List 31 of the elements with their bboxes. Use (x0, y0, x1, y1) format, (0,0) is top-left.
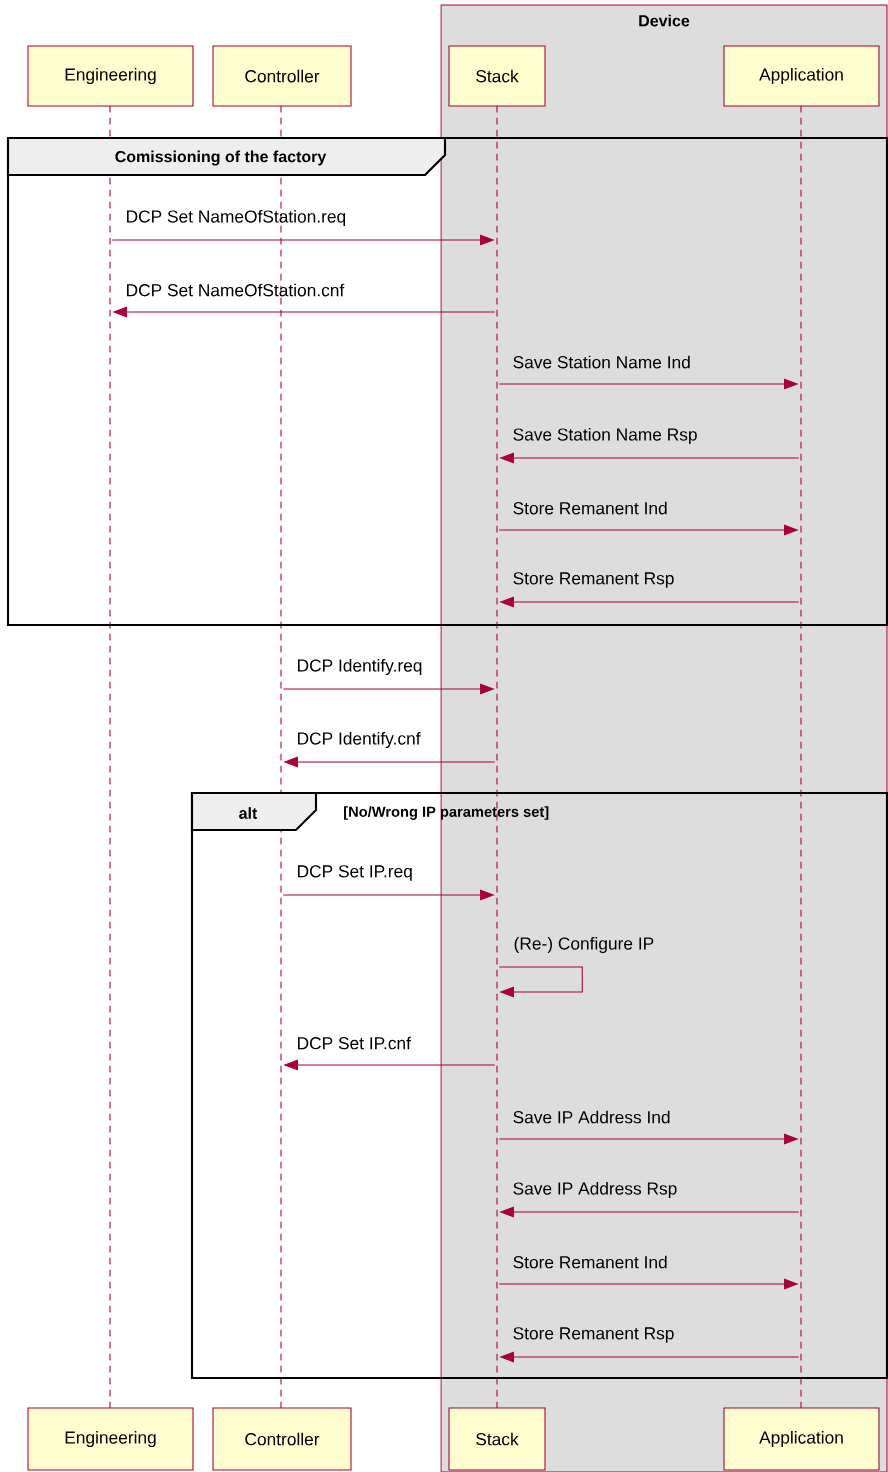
message-label: Store Remanent Ind (513, 501, 667, 515)
lifeline (109, 105, 111, 1409)
participant-box: Stack (448, 1407, 546, 1471)
message-label: DCP Set NameOfStation.req (127, 209, 346, 227)
participant-box: Controller (212, 1407, 352, 1471)
self-message-arrow (498, 966, 583, 998)
message-label: DCP Identify.req (298, 658, 422, 676)
message-label: DCP Set NameOfStation.cnf (127, 283, 345, 297)
participant-box: Engineering (27, 1407, 194, 1471)
participant-box: Controller (212, 45, 352, 107)
lifeline (496, 105, 498, 1409)
lifeline (280, 105, 282, 1409)
node-label: [No/Wrong IP parameters set] (344, 806, 549, 820)
fragment-tab: alt [No/Wrong IP parameters set] (190, 791, 549, 832)
message-label: Store Remanent Rsp (513, 1327, 674, 1343)
participant-box: Application (723, 45, 880, 107)
message-label: (Re-) Configure IP (514, 936, 654, 954)
message-label: DCP Set IP.req (298, 865, 412, 881)
message-label: Store Remanent Ind (513, 1255, 667, 1269)
message-label: DCP Identify.cnf (298, 731, 421, 749)
participant-box: Engineering (27, 45, 194, 107)
fragment-tab: Comissioning of the factory (6, 136, 447, 177)
message-label: DCP Set IP.cnf (298, 1036, 411, 1050)
message-label: Store Remanent Rsp (513, 572, 674, 588)
message-label: Save IP Address Rsp (513, 1181, 677, 1199)
message-label: Save Station Name Ind (513, 355, 690, 369)
participant-box: Application (723, 1407, 880, 1471)
message-label: Save Station Name Rsp (513, 427, 697, 445)
lifeline (800, 105, 802, 1409)
participant-box: Stack (448, 45, 546, 107)
message-label: Save IP Address Ind (513, 1110, 670, 1124)
